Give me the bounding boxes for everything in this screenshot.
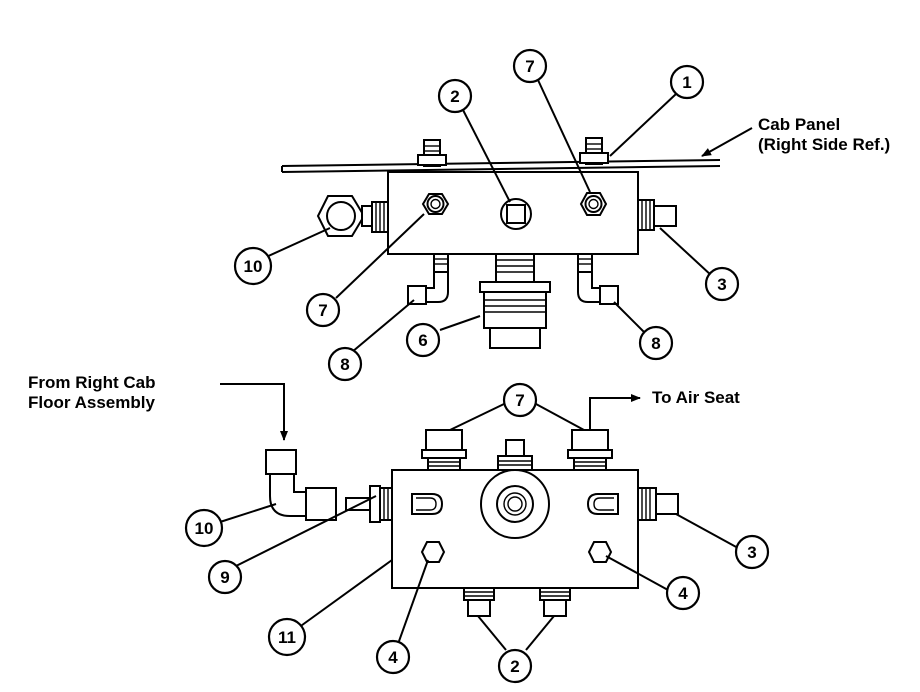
cab-panel-label-line1: Cab Panel (758, 115, 840, 134)
callout-bottom-9: 9 (207, 559, 243, 595)
bottom-slot-right (586, 493, 619, 515)
bottom-port-left (463, 587, 495, 617)
svg-text:1: 1 (682, 73, 691, 92)
bottom-top-center-nub (497, 439, 533, 471)
top-stud-right (579, 137, 609, 165)
callout-top-7a: 7 (512, 48, 548, 84)
svg-text:10: 10 (195, 519, 214, 538)
svg-text:7: 7 (525, 57, 534, 76)
bottom-top-fitting-right (567, 429, 613, 471)
svg-text:7: 7 (515, 391, 524, 410)
svg-text:10: 10 (244, 257, 263, 276)
bottom-port-right (539, 587, 571, 617)
cab-panel-label-line2: (Right Side Ref.) (758, 135, 890, 154)
bottom-top-fitting-left (421, 429, 467, 471)
callout-top-10: 10 (233, 246, 273, 286)
top-leader-lines (263, 79, 753, 353)
svg-text:4: 4 (388, 648, 398, 667)
top-fitting-left (421, 193, 450, 215)
bottom-hex-plug-left (420, 541, 446, 563)
bottom-left-side-fitting (345, 485, 393, 523)
bottom-view (219, 383, 739, 651)
svg-text:2: 2 (510, 657, 519, 676)
bottom-elbow-fitting (265, 449, 337, 521)
svg-text:7: 7 (318, 301, 327, 320)
svg-text:6: 6 (418, 331, 427, 350)
bottom-hex-plug-right (587, 541, 613, 563)
top-left-side-fitting (316, 195, 389, 237)
callout-top-6: 6 (405, 322, 441, 358)
callout-top-3: 3 (704, 266, 740, 302)
callout-top-8b: 8 (638, 325, 674, 361)
bottom-right-side-fitting (637, 487, 679, 521)
callout-bottom-4a: 4 (375, 639, 411, 675)
svg-text:3: 3 (717, 275, 726, 294)
top-center-plug (500, 198, 532, 230)
bottom-center-port (480, 469, 550, 539)
top-view (263, 79, 753, 353)
top-elbow-right (577, 253, 619, 305)
from-right-cab-label-line2: Floor Assembly (28, 393, 155, 412)
callout-top-8a: 8 (327, 346, 363, 382)
cab-panel-plate (281, 159, 721, 173)
callout-bottom-7: 7 (502, 382, 538, 418)
svg-text:9: 9 (220, 568, 229, 587)
top-fitting-right (579, 192, 608, 216)
callouts: 1 2 7 10 3 7 6 8 (184, 48, 770, 684)
svg-text:3: 3 (747, 543, 756, 562)
callout-bottom-2: 2 (497, 648, 533, 684)
top-quick-coupler (479, 253, 551, 349)
callout-top-7b: 7 (305, 292, 341, 328)
callout-bottom-3: 3 (734, 534, 770, 570)
callout-top-2: 2 (437, 78, 473, 114)
bottom-slot-left (411, 493, 444, 515)
top-elbow-left (407, 253, 449, 305)
callout-bottom-4b: 4 (665, 575, 701, 611)
svg-text:8: 8 (651, 334, 660, 353)
svg-text:2: 2 (450, 87, 459, 106)
top-right-side-fitting (637, 199, 677, 231)
to-air-seat-label: To Air Seat (652, 388, 740, 407)
from-right-cab-label-line1: From Right Cab (28, 373, 156, 392)
svg-text:4: 4 (678, 584, 688, 603)
callout-top-1: 1 (669, 64, 705, 100)
callout-bottom-10: 10 (184, 508, 224, 548)
svg-text:11: 11 (278, 628, 296, 647)
callout-bottom-11: 11 (267, 617, 307, 657)
bottom-leader-lines (219, 383, 739, 651)
top-stud-left (417, 139, 447, 167)
svg-text:8: 8 (340, 355, 349, 374)
